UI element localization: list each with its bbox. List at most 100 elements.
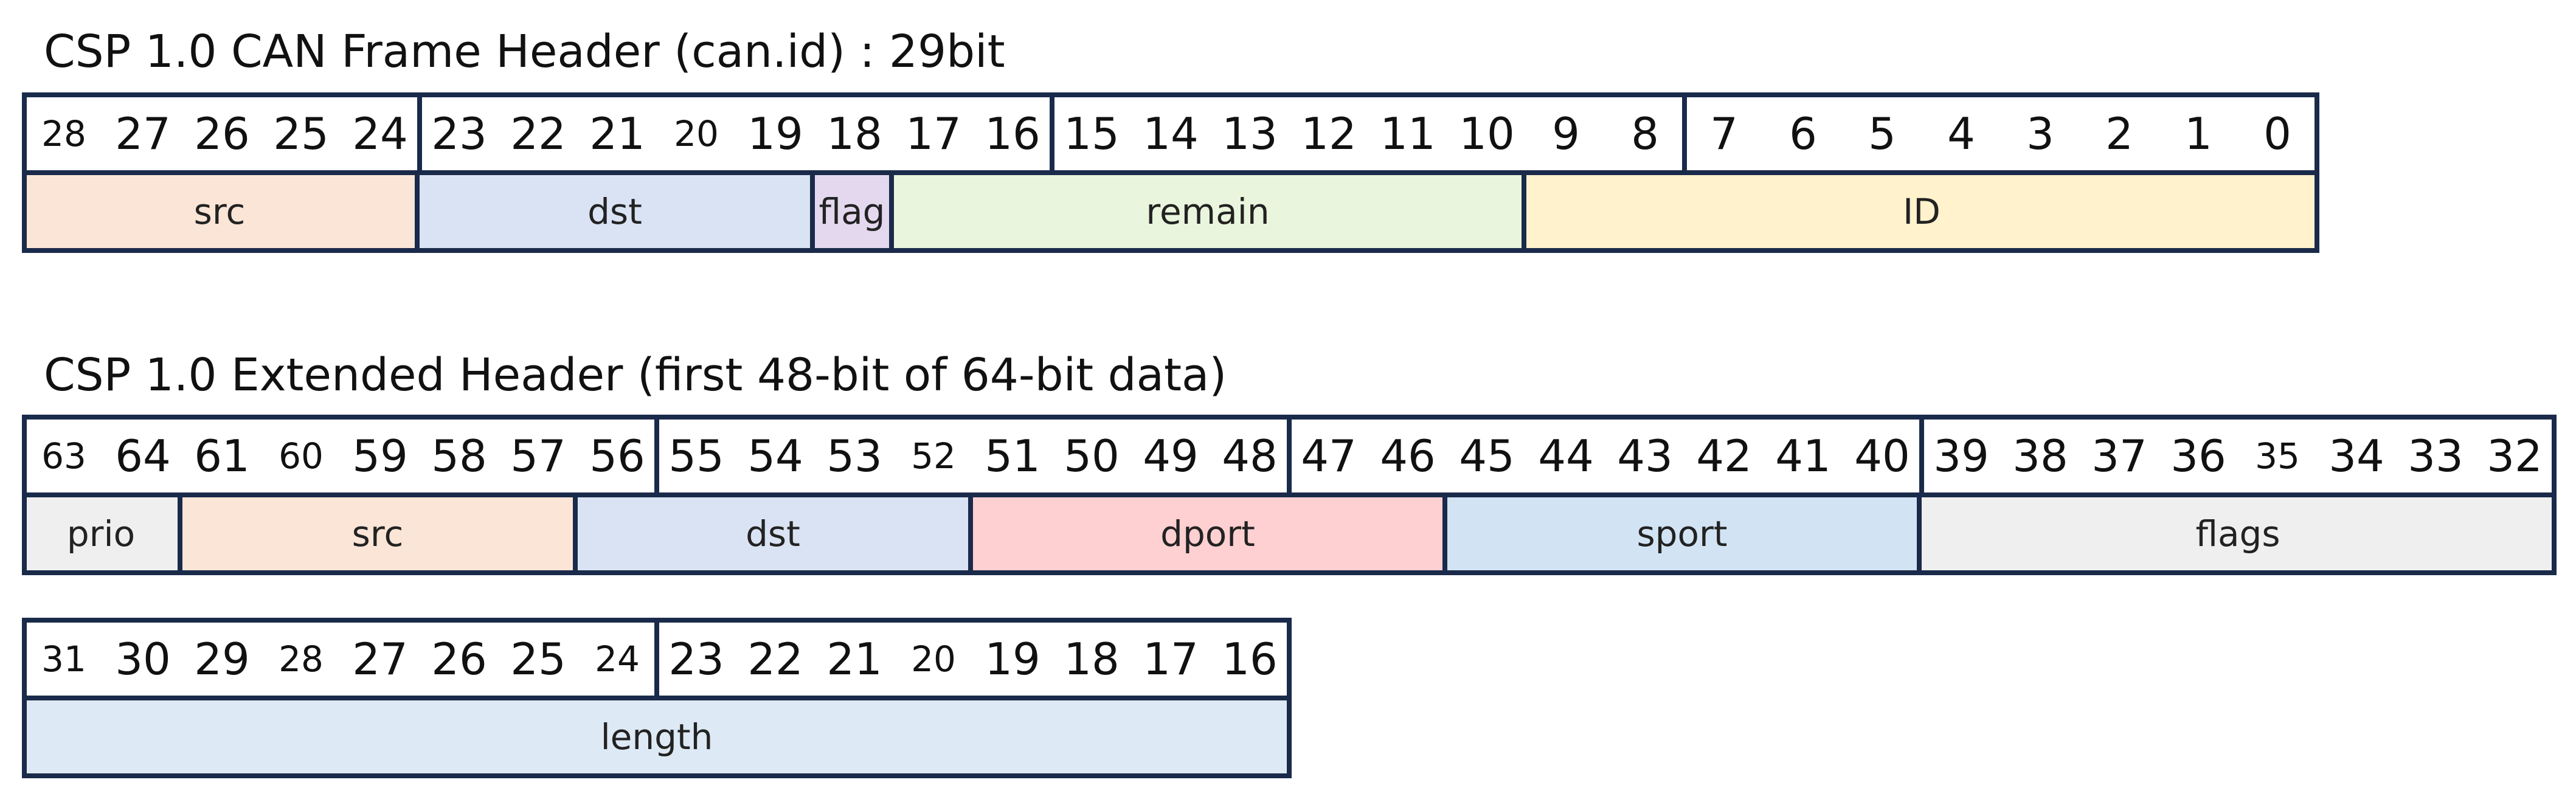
bit-number: 20 — [911, 638, 956, 680]
field-prio: prio — [24, 495, 182, 573]
row-divider — [22, 170, 2319, 175]
byte-divider — [1919, 415, 1924, 497]
bit-number: 44 — [1538, 430, 1594, 482]
bit-number: 19 — [747, 108, 803, 159]
byte-divider — [417, 92, 422, 175]
bit-number: 22 — [510, 108, 566, 159]
bit-number: 47 — [1301, 430, 1357, 482]
bit-number: 39 — [1933, 430, 1989, 482]
bit-number: 46 — [1380, 430, 1436, 482]
extended-header-title: CSP 1.0 Extended Header (first 48-bit of… — [44, 349, 1227, 401]
byte-divider — [1287, 415, 1292, 497]
byte-divider — [654, 618, 659, 700]
bit-number: 64 — [115, 430, 171, 482]
bit-number: 35 — [2255, 435, 2300, 477]
can-frame-header-title: CSP 1.0 CAN Frame Header (can.id) : 29bi… — [44, 26, 1005, 78]
field-id: ID — [1526, 173, 2317, 250]
bit-number: 9 — [1552, 108, 1580, 159]
bit-number: 26 — [194, 108, 250, 159]
bit-number: 24 — [352, 108, 408, 159]
bit-number: 1 — [2184, 108, 2212, 159]
bit-number: 27 — [115, 108, 171, 159]
bit-number: 25 — [510, 634, 566, 685]
bit-number: 63 — [41, 435, 86, 477]
bit-number: 23 — [668, 634, 724, 685]
bit-number: 19 — [985, 634, 1040, 685]
field-remain: remain — [894, 173, 1526, 250]
bit-number: 54 — [747, 430, 803, 482]
byte-divider — [654, 415, 659, 497]
bit-number: 18 — [826, 108, 882, 159]
bit-number: 41 — [1775, 430, 1831, 482]
field-dst: dst — [578, 495, 973, 573]
bit-number: 23 — [431, 108, 487, 159]
bit-number: 45 — [1459, 430, 1515, 482]
bit-number: 27 — [352, 634, 408, 685]
byte-divider — [1682, 92, 1687, 175]
bit-number: 58 — [431, 430, 487, 482]
bit-number: 2 — [2105, 108, 2133, 159]
bit-number: 24 — [595, 638, 640, 680]
bit-number: 20 — [674, 113, 719, 154]
bit-number: 57 — [510, 430, 566, 482]
bit-number: 0 — [2263, 108, 2291, 159]
bit-number: 4 — [1947, 108, 1975, 159]
bit-number: 33 — [2408, 430, 2463, 482]
bit-number: 52 — [911, 435, 956, 477]
bit-number: 14 — [1143, 108, 1199, 159]
bit-number: 36 — [2170, 430, 2226, 482]
bit-number: 10 — [1459, 108, 1515, 159]
bit-number: 5 — [1868, 108, 1896, 159]
bit-number: 30 — [115, 634, 171, 685]
bit-number: 3 — [2026, 108, 2054, 159]
bit-number: 38 — [2012, 430, 2068, 482]
bit-number: 51 — [985, 430, 1040, 482]
field-dport: dport — [973, 495, 1447, 573]
bit-number: 13 — [1222, 108, 1278, 159]
bit-number: 50 — [1064, 430, 1120, 482]
bit-number: 49 — [1143, 430, 1199, 482]
bit-number: 28 — [41, 113, 86, 154]
bit-number: 56 — [589, 430, 645, 482]
bit-number: 48 — [1222, 430, 1278, 482]
bit-number: 17 — [1143, 634, 1199, 685]
bit-number: 22 — [747, 634, 803, 685]
byte-divider — [1050, 92, 1054, 175]
bit-number: 37 — [2091, 430, 2147, 482]
bit-number: 55 — [668, 430, 724, 482]
bit-number: 34 — [2328, 430, 2384, 482]
bit-number: 28 — [279, 638, 324, 680]
bit-number: 26 — [431, 634, 487, 685]
register-border — [22, 618, 1292, 778]
field-src: src — [182, 495, 578, 573]
bit-number: 17 — [905, 108, 961, 159]
field-flags: flags — [1922, 495, 2554, 573]
register-border — [22, 415, 2557, 575]
bit-number: 8 — [1631, 108, 1659, 159]
register-border — [22, 92, 2319, 253]
bit-number: 53 — [826, 430, 882, 482]
field-length: length — [24, 698, 1289, 776]
bit-number: 43 — [1617, 430, 1673, 482]
bit-number: 21 — [589, 108, 645, 159]
field-flag: flag — [815, 173, 894, 250]
bit-number: 29 — [194, 634, 250, 685]
bit-number: 18 — [1064, 634, 1120, 685]
bit-number: 25 — [273, 108, 329, 159]
bit-number: 61 — [194, 430, 250, 482]
bit-number: 16 — [1222, 634, 1278, 685]
bit-number: 6 — [1789, 108, 1817, 159]
bit-number: 32 — [2487, 430, 2543, 482]
bit-number: 15 — [1064, 108, 1120, 159]
bit-number: 60 — [279, 435, 324, 477]
bit-number: 42 — [1696, 430, 1752, 482]
bit-number: 11 — [1380, 108, 1436, 159]
field-sport: sport — [1447, 495, 1922, 573]
bit-number: 16 — [985, 108, 1040, 159]
field-src: src — [24, 173, 420, 250]
bit-number: 21 — [826, 634, 882, 685]
bit-number: 31 — [41, 638, 86, 680]
field-dst: dst — [420, 173, 815, 250]
